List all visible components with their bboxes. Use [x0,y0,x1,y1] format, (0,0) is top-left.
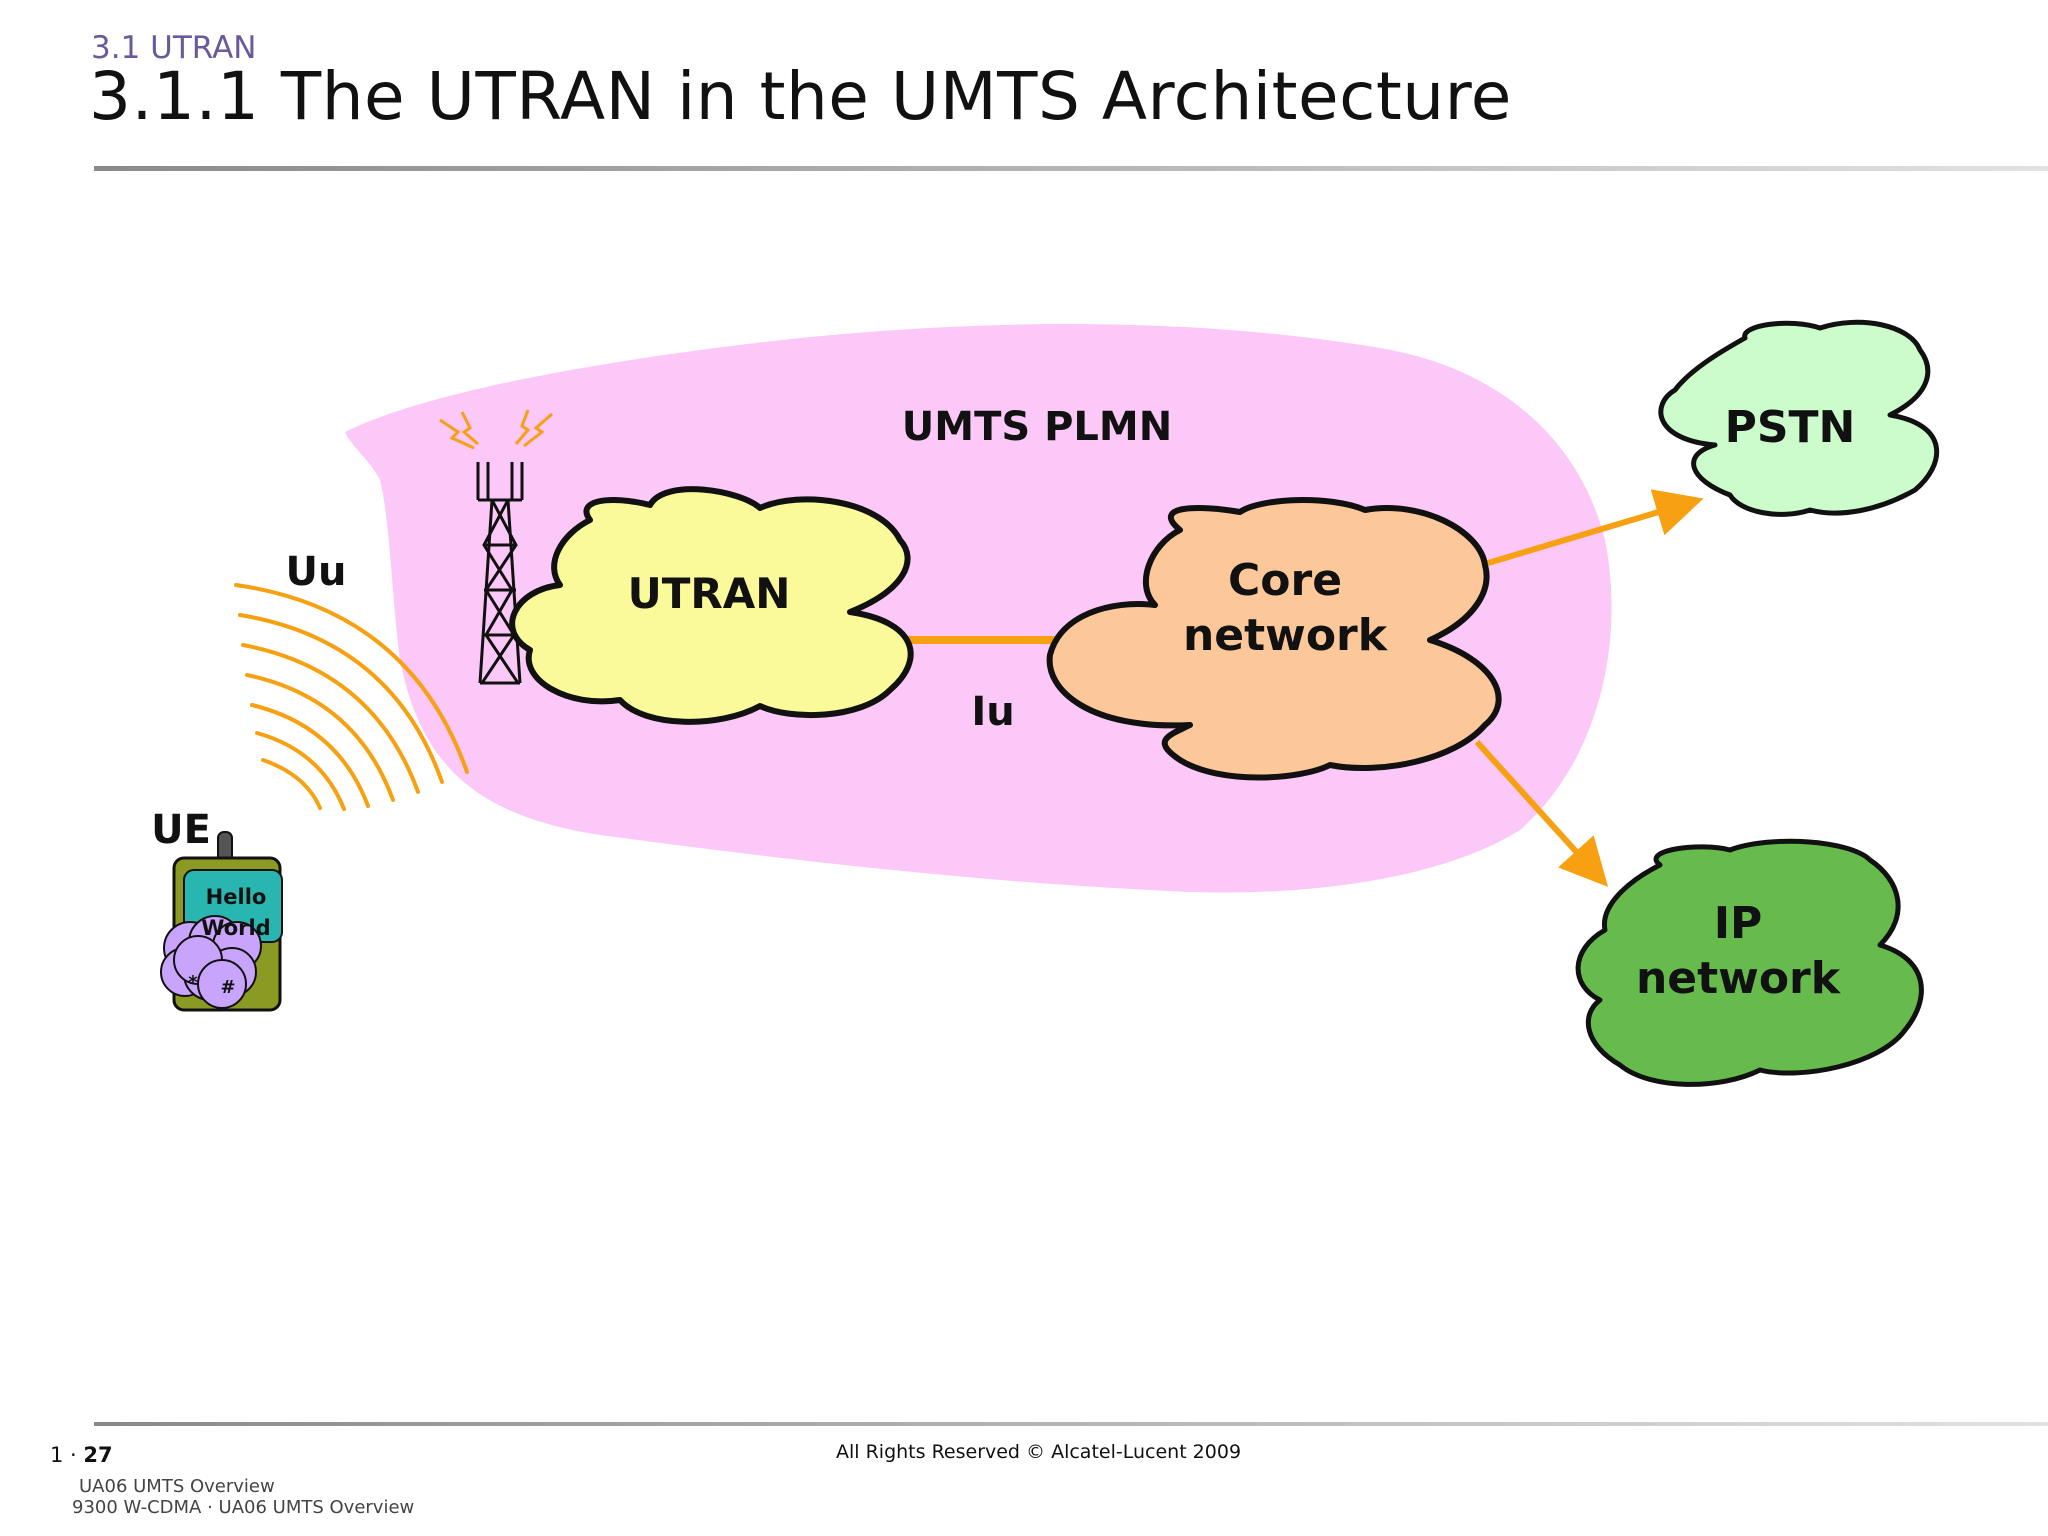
pstn-label: PSTN [1725,402,1856,453]
core-network-label-1: Core [1228,555,1342,606]
ip-network-label-2: network [1636,953,1842,1004]
pstn-cloud [1658,319,1940,517]
slide-title: 3.1.1 The UTRAN in the UMTS Architecture [89,58,1512,135]
core-network-label-2: network [1183,610,1389,661]
core-network-cloud [1046,497,1502,781]
copyright-notice: All Rights Reserved © Alcatel-Lucent 200… [836,1441,1242,1463]
signal-spark-icon [439,409,553,450]
phone-screen-text-2: World [201,916,270,940]
core-to-pstn-arrow [1477,489,1704,569]
ip-network-label-1: IP [1714,898,1763,949]
uu-interface-label: Uu [286,549,347,595]
course-subtitle: 9300 W-CDMA · UA06 UMTS Overview [72,1497,415,1518]
header-divider [94,166,2048,171]
utran-cloud [509,486,914,725]
umts-plmn-label: UMTS PLMN [902,404,1172,450]
core-to-ip-arrow [1474,739,1609,887]
utran-label: UTRAN [628,569,791,618]
phone-key-star: * [188,972,198,993]
ue-label: UE [151,807,211,853]
ue-phone-icon: Hello World * # [160,831,283,1012]
page-number-value: 27 [83,1443,113,1467]
base-station-tower-icon [476,462,524,685]
uu-radio-waves [234,583,469,811]
section-label: 3.1 UTRAN [91,30,257,66]
phone-key-hash: # [220,977,235,998]
footer-divider [94,1422,2048,1426]
course-title: UA06 UMTS Overview [79,1476,275,1497]
ip-network-cloud [1575,838,1924,1087]
page-number: 1 · 27 [50,1443,113,1467]
phone-screen-text-1: Hello [206,885,267,909]
page-number-prefix: 1 · [50,1443,84,1467]
iu-interface-label: Iu [971,689,1014,735]
